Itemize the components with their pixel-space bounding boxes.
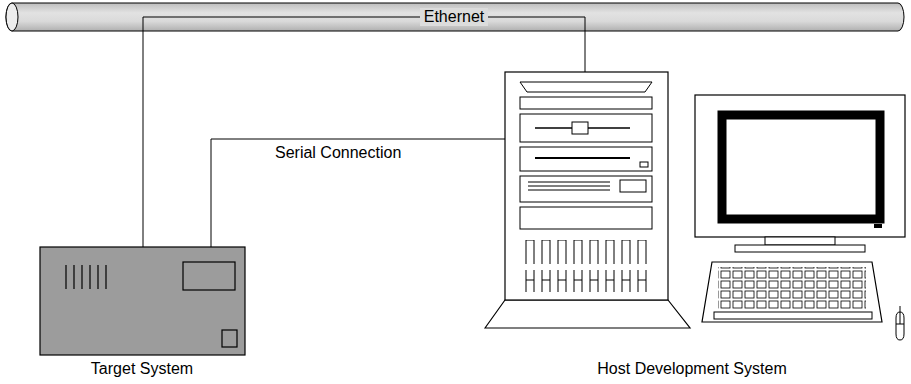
ethernet-cable [6, 3, 904, 31]
ethernet-band: Ethernet [5, 3, 903, 31]
cable-line [143, 31, 144, 247]
connection-label: Serial Connection [275, 144, 401, 162]
target-system: Target System [40, 247, 245, 382]
keyboard [702, 262, 882, 322]
cable-line [211, 139, 505, 247]
cable-label: Ethernet [420, 8, 488, 26]
host-tower [485, 72, 690, 328]
monitor [695, 95, 905, 252]
system-label: Host Development System [597, 360, 786, 378]
host-system: Host Development System [505, 72, 905, 382]
system-label: Target System [91, 360, 193, 378]
cable-line [585, 31, 586, 72]
target-chassis [40, 247, 245, 355]
mouse [896, 306, 904, 340]
